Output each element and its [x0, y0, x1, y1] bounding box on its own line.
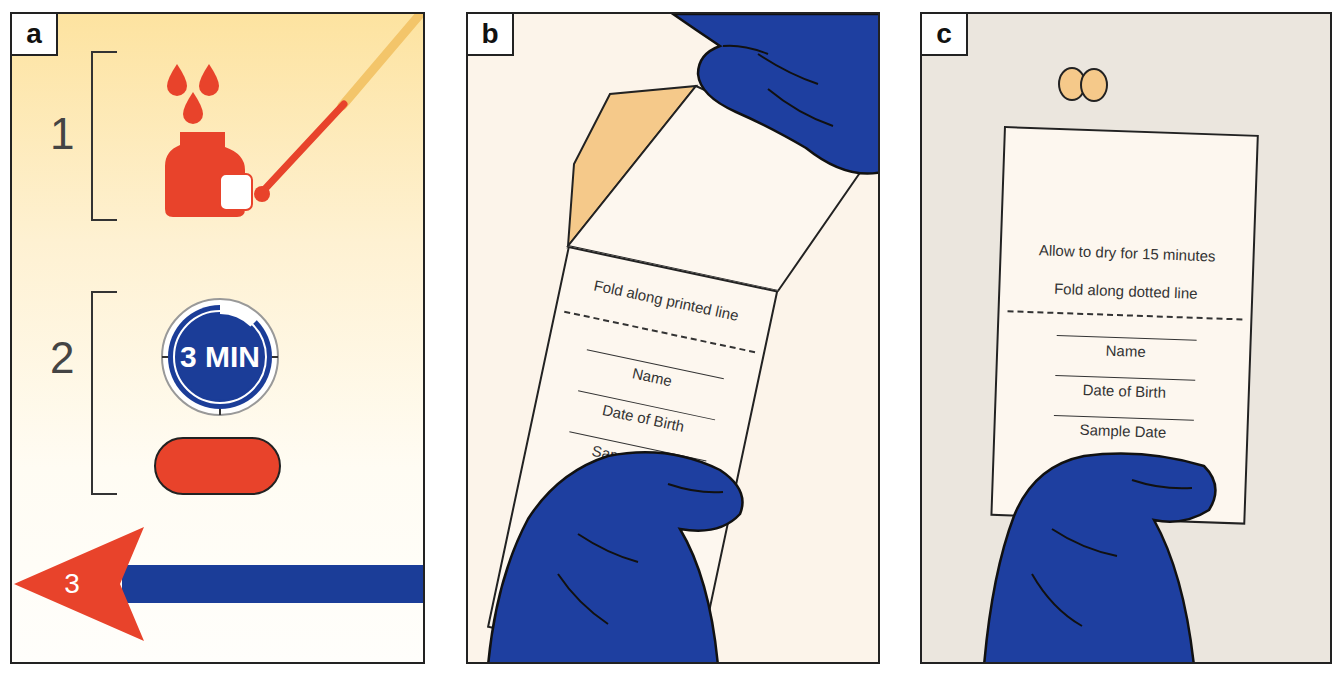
form-field: Date of Birth — [1054, 375, 1195, 403]
glove-crease — [723, 46, 833, 126]
arrow-node: 3 — [12, 519, 425, 649]
step-number: 2 — [50, 336, 74, 380]
timer-node: 3 MIN — [158, 295, 282, 419]
gloved-hand — [922, 14, 1332, 664]
pipette-top — [342, 14, 422, 106]
panel-letter: c — [922, 14, 968, 56]
gloved-hands — [468, 14, 880, 664]
card-instruction: Allow to dry for 15 minutes — [1007, 240, 1246, 266]
pipette-tube — [264, 104, 344, 190]
plaster-icon — [155, 438, 280, 494]
blood-drop — [167, 64, 187, 96]
step-number: 3 — [52, 566, 92, 602]
form-field: Name — [582, 349, 724, 401]
form-field: Sample Date — [1053, 415, 1194, 443]
panel-letter: a — [12, 14, 58, 56]
glove-crease — [1032, 480, 1192, 626]
blood-drop — [199, 64, 219, 96]
fold-line — [1008, 310, 1243, 320]
step-number: 1 — [50, 112, 74, 156]
lower-glove — [984, 454, 1215, 664]
step-bracket — [92, 292, 117, 494]
figure-panel: bFold along printed lineNameDate of Birt… — [466, 12, 880, 664]
panel-letter: b — [468, 14, 514, 56]
glove-crease — [558, 484, 723, 624]
form-field: Name — [1055, 335, 1196, 363]
arrow-shaft — [122, 565, 425, 603]
blood-spot — [1081, 69, 1107, 101]
blood-drop — [183, 92, 203, 124]
upper-glove — [673, 14, 880, 174]
card-instruction: Fold along dotted line — [1006, 278, 1245, 304]
form-field: Date of Birth — [573, 390, 715, 442]
pipette-tip — [254, 186, 270, 202]
lower-glove — [488, 452, 743, 664]
timer-text: 3 MIN — [180, 295, 260, 419]
finger-nail — [220, 174, 252, 210]
figure-panel: cAllow to dry for 15 minutesFold along d… — [920, 12, 1332, 664]
step-bracket — [92, 52, 117, 220]
arrow-head — [14, 527, 144, 641]
